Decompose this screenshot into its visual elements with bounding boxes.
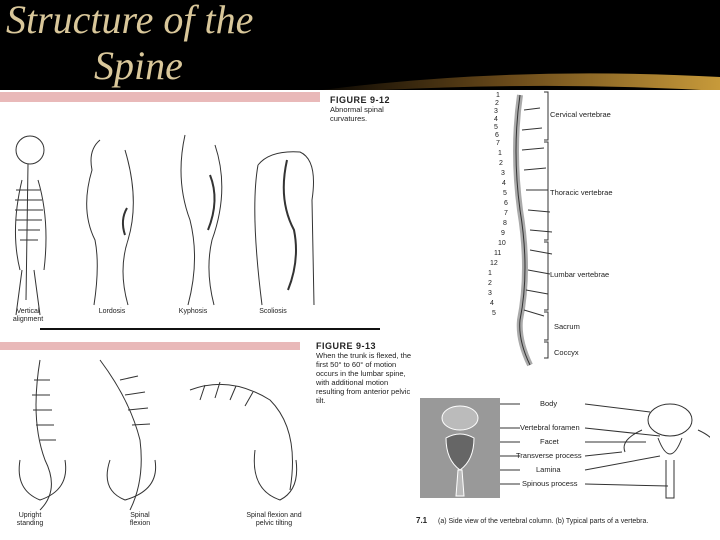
vertebra-number-16: 9 bbox=[501, 230, 505, 237]
vertebra-number-4: 4 bbox=[494, 116, 498, 123]
label-thoracic-vertebrae: Thoracic vertebrae bbox=[550, 188, 613, 197]
vertebra-number-7: 7 bbox=[496, 140, 500, 147]
vertebra-number-6: 6 bbox=[495, 132, 499, 139]
label-cervical-vertebrae: Cervical vertebrae bbox=[550, 110, 611, 119]
vertebra-number-24: 5 bbox=[492, 310, 496, 317]
vertebra-number-20: 1 bbox=[488, 270, 492, 277]
panel-label-upright-standing: Upright standing bbox=[16, 512, 44, 527]
vertebra-number-11: 4 bbox=[502, 180, 506, 187]
panel-label-kyphosis: Kyphosis bbox=[178, 308, 208, 315]
label-lumbar-vertebrae: Lumbar vertebrae bbox=[550, 270, 610, 279]
vertebra-number-13: 6 bbox=[504, 200, 508, 207]
vertebra-number-10: 3 bbox=[501, 170, 505, 177]
label-spinous-process: Spinous process bbox=[522, 479, 578, 488]
vertebral-column-illustration bbox=[513, 94, 553, 367]
section-brackets bbox=[544, 91, 549, 359]
label-facet: Facet bbox=[540, 437, 559, 446]
label-lamina: Lamina bbox=[536, 465, 561, 474]
vertebra-number-23: 4 bbox=[490, 300, 494, 307]
label-transverse-process: Transverse process bbox=[516, 451, 582, 460]
figure-9-13-caption: When the trunk is flexed, the first 50° … bbox=[316, 351, 412, 405]
vertebra-number-15: 8 bbox=[503, 220, 507, 227]
panel-label-scoliosis: Scoliosis bbox=[259, 308, 287, 315]
label-vertebral-foramen: Vertebral foramen bbox=[520, 423, 580, 432]
vertebral-column-figure: 1 2 3 4 5 6 7 1 2 3 4 5 6 7 8 9 10 11 12… bbox=[470, 90, 720, 370]
vertebra-number-column: 1 2 3 4 5 6 7 1 2 3 4 5 6 7 8 9 10 11 12… bbox=[476, 90, 508, 330]
vertebra-number-21: 2 bbox=[488, 280, 492, 287]
vertebra-number-18: 11 bbox=[494, 250, 502, 257]
figure-9-12-caption: Abnormal spinal curvatures. bbox=[330, 105, 384, 123]
figure-9-12-illustration bbox=[0, 92, 320, 316]
slide-title-line-1: Structure of the bbox=[6, 0, 254, 42]
panel-label-lordosis: Lordosis bbox=[98, 308, 126, 315]
vertebra-number-19: 12 bbox=[490, 260, 498, 267]
vertebra-number-14: 7 bbox=[504, 210, 508, 217]
figure-7-1-illustration bbox=[420, 398, 710, 499]
vertebra-number-5: 5 bbox=[494, 124, 498, 131]
vertebra-number-12: 5 bbox=[503, 190, 507, 197]
figure-7-1: Body Vertebral foramen Facet Transverse … bbox=[410, 390, 720, 540]
title-swoosh-decoration bbox=[300, 73, 720, 95]
figure-9-12-label: FIGURE 9-12 bbox=[330, 95, 391, 105]
slide-title-line-2: Spine bbox=[94, 43, 183, 88]
label-body: Body bbox=[540, 399, 558, 408]
vertebra-number-17: 10 bbox=[498, 240, 506, 247]
panel-label-flexion-pelvic-tilting: Spinal flexion and pelvic tilting bbox=[246, 512, 302, 527]
figure-7-1-label: 7.1 bbox=[416, 516, 428, 525]
vertebra-number-2: 2 bbox=[495, 100, 499, 107]
vertebra-number-1: 1 bbox=[496, 92, 500, 99]
figure-9-13-illustration bbox=[0, 342, 300, 511]
slide-title-area: Structure of the Spine bbox=[0, 0, 720, 95]
figure-9-12: FIGURE 9-12 Abnormal spinal curvatures. … bbox=[0, 90, 400, 330]
vertebra-number-9: 2 bbox=[499, 160, 503, 167]
figure-7-1-caption: (a) Side view of the vertebral column. (… bbox=[438, 518, 649, 525]
figure-divider bbox=[40, 328, 380, 330]
panel-label-vertical-alignment: Vertical alignment bbox=[12, 308, 44, 323]
vertebra-number-3: 3 bbox=[494, 108, 498, 115]
label-sacrum: Sacrum bbox=[554, 322, 580, 331]
figure-9-13-label: FIGURE 9-13 bbox=[316, 341, 377, 351]
vertebra-number-22: 3 bbox=[488, 290, 492, 297]
slide-content: FIGURE 9-12 Abnormal spinal curvatures. … bbox=[0, 90, 720, 540]
label-coccyx: Coccyx bbox=[554, 348, 579, 357]
vertebra-number-8: 1 bbox=[498, 150, 502, 157]
panel-label-spinal-flexion: Spinal flexion bbox=[129, 512, 151, 527]
figure-9-13: FIGURE 9-13 When the trunk is flexed, th… bbox=[0, 340, 420, 540]
